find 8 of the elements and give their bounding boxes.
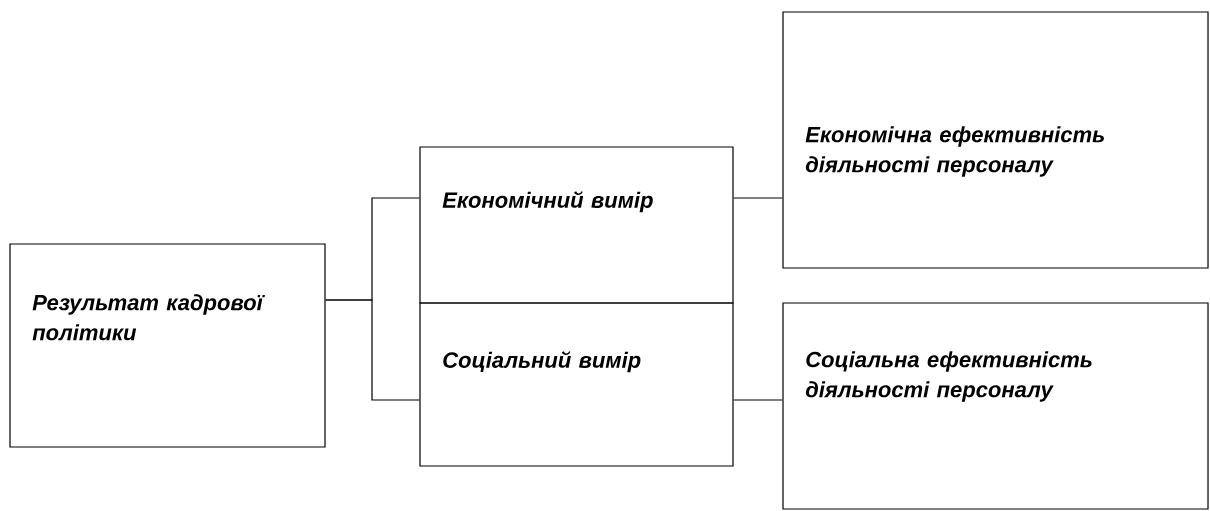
text-box: Результат кадрової політики [9,243,326,448]
text-box: Економічна ефективність діяльності персоналу [782,11,1209,269]
text-box: Соціальний вимір [419,302,734,467]
text-box: Соціальна ефективність діяльності персоналу [782,302,1209,510]
connector-line [325,299,420,401]
connector-line [733,197,783,199]
text-box: Економічний вимір [419,146,734,304]
connector-line [733,399,783,401]
